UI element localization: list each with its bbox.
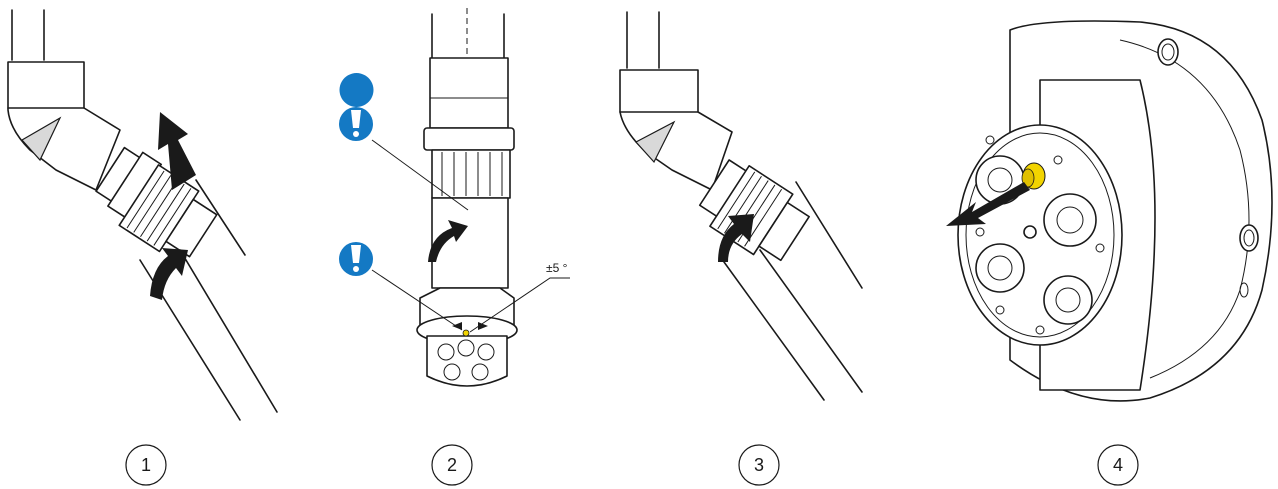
push-connector-arrow-icon [150,248,188,300]
panel-1-cable-connector-loosen [7,9,278,421]
step-number: 3 [754,455,764,475]
yellow-marker-dot [462,329,470,337]
step-marker-1: 1 [125,444,167,486]
warning-icon-bottom [339,242,373,276]
push-up-arrow-icon [158,112,196,190]
panel-4-flange-receptacle [946,20,1273,402]
remove-cap-arrow-icon [946,182,1030,226]
step-number: 1 [141,455,151,475]
panel-3-cable-connector-tighten [619,11,863,401]
step-marker-2: 2 [431,444,473,486]
step-marker-4: 4 [1097,444,1139,486]
warning-icon-top [339,73,374,141]
angle-tolerance-label: ±5 ° [546,261,568,275]
yellow-protective-cap [1021,162,1046,190]
rotate-nut-arrow-icon [428,220,468,262]
step-number: 4 [1113,455,1123,475]
step-number: 2 [447,455,457,475]
panel-2-alignment: ±5 ° [339,8,570,387]
step-marker-3: 3 [738,444,780,486]
tighten-nut-arrow-icon [718,214,754,262]
